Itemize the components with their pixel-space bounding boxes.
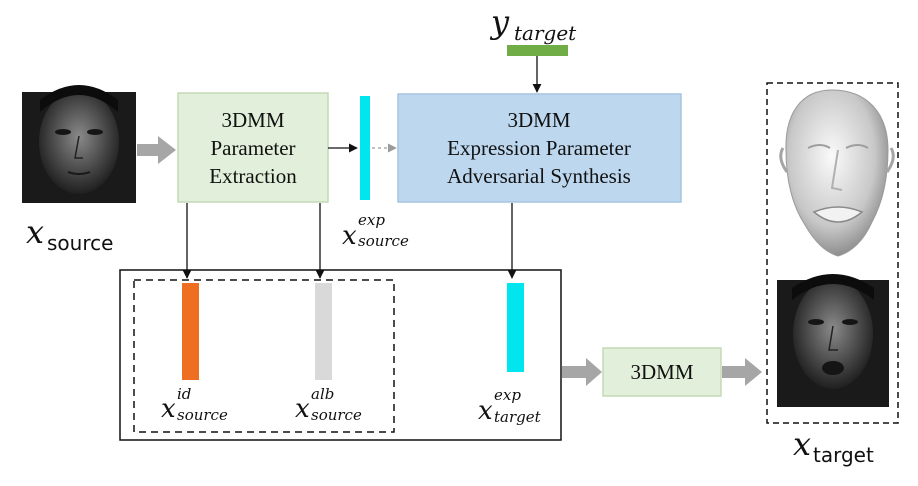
label-y-target-sub: target [514,21,577,45]
label-x-exp-source-sup: exp [358,211,385,229]
gray-arrow-to-renderer [562,358,602,386]
label-x-alb-source: x alb source [295,385,362,424]
label-x-alb-source-sub: source [311,406,362,424]
label-x-exp-target-sub: target [494,408,542,426]
parameter-container [119,269,562,441]
label-x-exp-source-main: x [342,221,357,251]
gray-arrow-source [137,136,176,164]
exp-target-bar [507,283,524,372]
label-x-id-source-sub: source [177,406,228,424]
label-x-source: x source [26,213,113,255]
label-x-exp-target-main: x [478,396,493,426]
label-x-alb-source-main: x [295,394,310,424]
source-face-photo-icon [22,85,136,203]
label-x-target: x target [793,425,874,467]
label-x-exp-target: x exp target [478,386,542,426]
label-x-target-sub: target [813,443,874,467]
y-target-bar [507,45,568,56]
label-x-exp-source: x exp source [342,211,409,251]
source-params-dashed-box [133,279,395,433]
id-source-bar [182,283,199,380]
label-x-alb-source-sup: alb [311,385,334,403]
param-extraction-block: 3DMM Parameter Extraction [177,92,329,203]
param-extraction-line3: Extraction [209,164,297,188]
label-x-id-source-main: x [161,394,176,424]
label-x-source-main: x [26,213,44,251]
label-y-target: y target [489,3,577,45]
renderer-label: 3DMM [630,360,693,384]
target-face-3d-mesh-icon [779,89,895,257]
label-y-target-main: y [489,3,510,41]
output-dashed-frame [766,82,899,424]
renderer-block: 3DMM [602,347,722,397]
synthesis-line2: Expression Parameter [447,136,631,160]
exp-source-bar [360,96,370,200]
synthesis-line1: 3DMM [507,108,570,132]
target-face-photo-icon [777,274,889,407]
label-x-id-source: x id source [161,385,228,424]
label-x-exp-target-sup: exp [494,386,521,404]
label-x-source-sub: source [47,231,113,255]
label-x-target-main: x [793,425,811,463]
param-extraction-line1: 3DMM [221,108,284,132]
param-extraction-line2: Parameter [210,136,295,160]
label-x-id-source-sup: id [177,385,191,403]
adversarial-synthesis-block: 3DMM Expression Parameter Adversarial Sy… [397,93,682,203]
alb-source-bar [315,283,332,380]
gray-arrow-to-output [722,358,762,386]
label-x-exp-source-sub: source [358,232,409,250]
synthesis-line3: Adversarial Synthesis [447,164,631,188]
